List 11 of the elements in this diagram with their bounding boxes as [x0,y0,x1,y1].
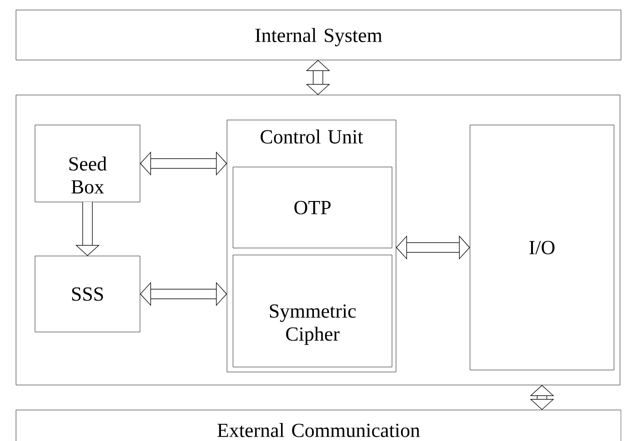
component-box: SSS [34,256,140,332]
component-box: I/O [470,124,614,370]
block-arrow [140,282,227,306]
block-arrow [396,235,470,260]
component-box: Seed Box [34,124,140,202]
system-box: External Communication [16,410,622,441]
system-box: Internal System [16,10,622,60]
component-box: OTP [232,166,392,248]
component-box: Symmetric Cipher [232,254,392,368]
block-arrow [140,151,227,176]
block-arrow [306,60,330,95]
